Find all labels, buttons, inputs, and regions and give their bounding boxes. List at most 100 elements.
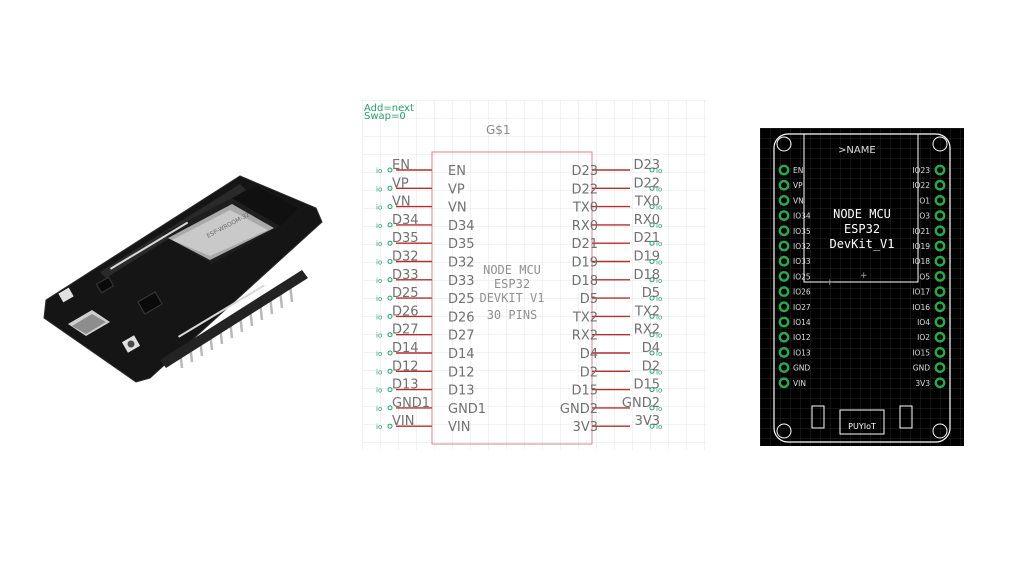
en-button <box>58 287 74 303</box>
pcb-pad <box>934 225 946 237</box>
pcb-pin-label: IO16 <box>912 303 930 312</box>
pin-io-marker: io <box>376 277 382 285</box>
pin-end-marker <box>387 185 393 191</box>
pcb-footprint: >NAME NODE MCU ESP32 DevKit_V1 + + PUYIo… <box>760 128 964 446</box>
module-outline <box>803 133 919 283</box>
regulator-chip <box>95 276 115 294</box>
pcb-pad <box>778 270 790 282</box>
pin-end-marker <box>387 405 393 411</box>
schematic-pin-name-inner: TX2 <box>572 310 598 325</box>
pin-io-marker: io <box>376 185 382 193</box>
pcb-right-pads: IO23IO22IO1IO3IO21IO19IO18IO5IO17IO16IO4… <box>912 164 946 389</box>
schematic-pin-name-outer: D12 <box>392 359 419 374</box>
schematic-pin-name-inner: VN <box>448 201 467 216</box>
pcb-pad <box>778 286 790 298</box>
button-outline <box>899 405 913 429</box>
schematic-symbol: Add=next Swap=0 G$1 NODE MCU ESP32 DEVKI… <box>362 100 706 450</box>
body-line: NODE MCU <box>483 263 541 277</box>
pin-end-marker <box>649 222 655 228</box>
schematic-pin-name-outer: D5 <box>642 286 660 301</box>
schematic-pin-name-inner: 3V3 <box>573 420 598 435</box>
pin-io-marker: io <box>376 313 382 321</box>
pin-end-marker <box>649 387 655 393</box>
pin-io-marker: io <box>376 240 382 248</box>
pcb-pin-label: IO32 <box>793 242 811 251</box>
pcb-pin-label: IO5 <box>917 272 930 281</box>
pin-io-marker: io <box>376 368 382 376</box>
symbol-body-text: NODE MCU ESP32 DEVKIT V1 30 PINS <box>479 263 544 322</box>
schematic-pin-name-inner: GND2 <box>560 402 598 417</box>
pcb-pin-label: GND <box>793 364 810 373</box>
schematic-pin-name-inner: VIN <box>448 420 470 435</box>
pcb-pin-label: IO19 <box>912 242 930 251</box>
pin-end-marker <box>649 313 655 319</box>
pin-end-marker <box>387 240 393 246</box>
schematic-pin-name-inner: D15 <box>571 384 598 399</box>
pcb-pin-label: IO33 <box>793 257 811 266</box>
schematic-pin-name-inner: RX0 <box>572 219 598 234</box>
pcb-pad <box>934 346 946 358</box>
pcb-pin-label: 3V3 <box>915 379 930 388</box>
pcb-pin-label: IO25 <box>793 272 811 281</box>
schematic-pin-name-inner: RX2 <box>572 329 598 344</box>
pcb-pad <box>778 377 790 389</box>
pcb-pad <box>778 210 790 222</box>
pcb-pin-label: IO14 <box>793 318 811 327</box>
pcb-pin-label: IO1 <box>917 196 930 205</box>
usb-uart-chip <box>137 291 163 315</box>
schematic-pin-name-inner: D18 <box>571 274 598 289</box>
schematic-pin-name-inner: TX0 <box>572 201 598 216</box>
pin-io-marker: io <box>656 185 662 193</box>
schematic-pin-name-inner: D21 <box>571 237 598 252</box>
schematic-pin-name-inner: D22 <box>571 182 598 197</box>
mount-hole <box>932 423 948 439</box>
pin-end-marker <box>387 368 393 374</box>
pcb-pad <box>778 346 790 358</box>
pin-io-marker: io <box>376 222 382 230</box>
pin-end-marker <box>649 259 655 264</box>
pcb-pad <box>934 255 946 267</box>
pcb-grid <box>760 128 964 446</box>
usb-port <box>68 310 110 336</box>
pcb-pad <box>934 362 946 374</box>
pcb-pin-label: IO3 <box>917 212 930 221</box>
pin-io-marker: io <box>376 167 382 175</box>
button-outline <box>811 405 825 429</box>
pin-io-marker: io <box>376 405 382 413</box>
pin-io-marker: io <box>376 350 382 358</box>
schematic-pin-name-inner: D25 <box>448 292 475 307</box>
pcb-pin-label: IO18 <box>912 257 930 266</box>
schematic-pin-name-outer: D15 <box>633 378 660 393</box>
schematic-pin-name-inner: D34 <box>448 219 475 234</box>
pcb-pad <box>934 316 946 328</box>
pin-end-marker <box>387 350 393 356</box>
pcb-pad <box>934 195 946 206</box>
schematic-pin-name-outer: TX2 <box>634 304 660 319</box>
pin-io-marker: io <box>656 368 662 376</box>
pin-end-marker <box>387 204 393 210</box>
schematic-pin-name-inner: D4 <box>580 347 598 362</box>
pin-end-marker <box>387 277 393 283</box>
schematic-pin-name-outer: D21 <box>633 231 660 246</box>
schematic-pin-name-inner: VP <box>448 182 465 197</box>
pin-end-marker <box>387 332 393 338</box>
schematic-pin-name-outer: D13 <box>392 378 419 393</box>
board-photo: ESP-WROOM-32 <box>40 160 332 392</box>
pcb-pin-label: IO35 <box>793 227 811 236</box>
pin-end-marker <box>387 222 393 228</box>
wroom-module: ESP-WROOM-32 <box>162 186 298 264</box>
pin-end-marker <box>649 185 655 191</box>
schematic-pin-name-outer: RX0 <box>634 213 660 228</box>
pcb-pad <box>778 362 790 374</box>
schematic-pin-name-outer: GND1 <box>392 396 430 411</box>
pin-end-marker <box>649 350 655 356</box>
pcb-pad <box>934 270 946 282</box>
pcb-pad <box>934 286 946 298</box>
pcb-pad <box>934 240 946 252</box>
board-photo-svg: ESP-WROOM-32 <box>43 175 323 383</box>
pcb-pin-label: EN <box>793 166 803 175</box>
schematic-pin-name-outer: D33 <box>392 268 419 283</box>
pin-io-marker: io <box>656 167 662 175</box>
mount-hole <box>776 423 792 439</box>
